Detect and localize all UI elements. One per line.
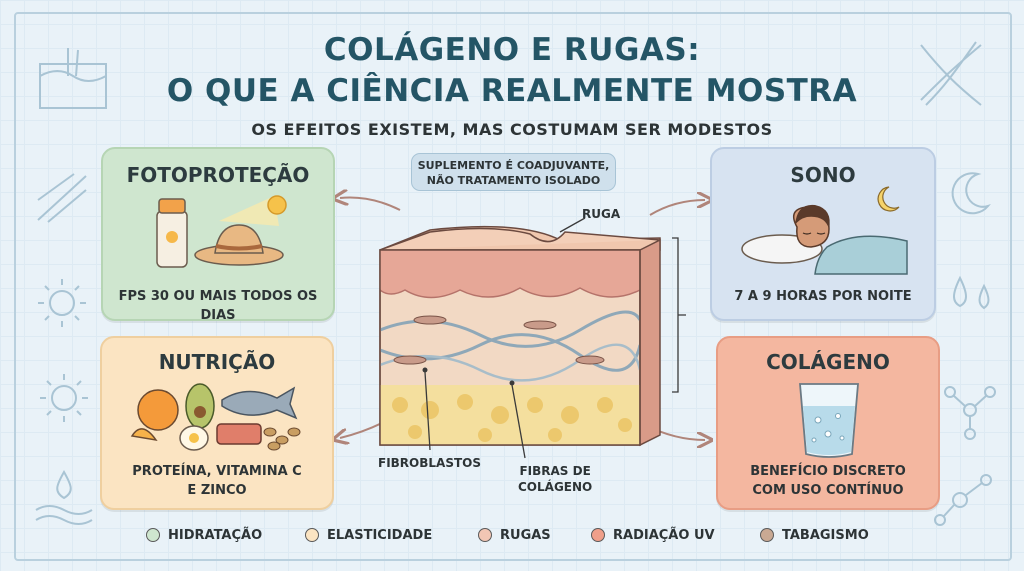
sun-outline-icon (40, 374, 88, 422)
page-title-line1: COLÁGENO E RUGAS: (323, 32, 701, 68)
legend-label-hidratacao: HIDRATAÇÃO (168, 527, 263, 543)
card-fotoprotecao: FOTOPROTEÇÃO FPS 30 OU MAIS TODOS OS DIA… (101, 147, 335, 323)
sun-outline-icon (38, 279, 86, 327)
card-fotoprotecao-title: FOTOPROTEÇÃO (126, 163, 310, 187)
droplets-icon (953, 275, 990, 310)
card-sono: SONO 7 A 9 HORAS POR NOITE (710, 147, 936, 321)
card-nutricao: NUTRIÇÃO PROTEÍNA, VITAMINA C E ZINCO (100, 336, 334, 510)
legend-label-radiacao-uv: RADIAÇÃO UV (613, 527, 715, 543)
supplement-note: SUPLEMENTO É COADJUVANTE, NÃO TRATAMENTO… (411, 153, 616, 191)
card-nutricao-text: PROTEÍNA, VITAMINA C E ZINCO (102, 462, 332, 500)
arrow-to-fotoprotecao (340, 198, 401, 211)
legend-item-elasticidade: ELASTICIDADE (305, 525, 432, 545)
label-fibras-colageno: FIBRAS DE COLÁGENO (518, 463, 592, 495)
card-colageno-text-line2: COM USO CONTÍNUO (752, 483, 904, 498)
label-fibras-line1: FIBRAS DE (519, 464, 591, 478)
sleeping-person-icon (741, 186, 908, 275)
legend-label-tabagismo: TABAGISMO (782, 527, 869, 543)
frame-border (14, 12, 1012, 561)
page-title-line2: O QUE A CIÊNCIA REALMENTE MOSTRA (166, 73, 858, 109)
legend-item-radiacao-uv: RADIAÇÃO UV (591, 525, 715, 545)
legend-dot-elasticidade (305, 528, 319, 542)
label-fibroblastos: FIBROBLASTOS (378, 456, 482, 470)
legend-dot-rugas (478, 528, 492, 542)
legend-label-elasticidade: ELASTICIDADE (327, 527, 433, 543)
skin-layer-icon (39, 48, 107, 109)
card-colageno-text-line1: BENEFÍCIO DISCRETO (750, 464, 906, 479)
legend-dot-radiacao-uv (591, 528, 605, 542)
label-fibras-line2: COLÁGENO (518, 480, 593, 494)
card-fotoprotecao-text: FPS 30 OU MAIS TODOS OS DIAS (118, 289, 318, 323)
arrow-to-sono (649, 200, 705, 216)
note-line1: SUPLEMENTO É COADJUVANTE, (417, 159, 610, 172)
page-subtitle: OS EFEITOS EXISTEM, MAS COSTUMAM SER MOD… (251, 120, 773, 139)
card-sono-title: SONO (790, 163, 856, 187)
card-nutricao-text-line1: PROTEÍNA, VITAMINA C (132, 464, 302, 479)
card-colageno-title: COLÁGENO (766, 350, 890, 374)
sunscreen-hat-sun-icon (156, 195, 287, 268)
card-colageno: COLÁGENO BENEFÍCIO DISCRETO COM USO CONT… (716, 336, 940, 510)
legend-label-rugas: RUGAS (500, 527, 551, 543)
card-nutricao-title: NUTRIÇÃO (158, 350, 276, 374)
skin-cross-section (379, 225, 661, 447)
legend-dot-tabagismo (760, 528, 774, 542)
molecule-icon (944, 386, 996, 440)
moon-outline-icon (951, 172, 991, 215)
glass-of-water-icon (799, 383, 859, 458)
fiber-strands-icon (920, 41, 982, 106)
food-icon (130, 383, 301, 451)
card-colageno-text: BENEFÍCIO DISCRETO COM USO CONTÍNUO (718, 462, 938, 500)
legend-item-tabagismo: TABAGISMO (760, 525, 869, 545)
card-sono-text: 7 A 9 HORAS POR NOITE (734, 289, 912, 304)
card-nutricao-text-line2: E ZINCO (187, 483, 247, 498)
droplet-layer-icon (35, 469, 93, 525)
molecule-icon (934, 474, 992, 526)
legend-item-rugas: RUGAS (478, 525, 551, 545)
fiber-icon (37, 173, 87, 223)
legend-dot-hidratacao (146, 528, 160, 542)
note-line2: NÃO TRATAMENTO ISOLADO (426, 174, 601, 187)
legend-item-hidratacao: HIDRATAÇÃO (146, 525, 262, 545)
label-ruga: RUGA (582, 207, 621, 221)
